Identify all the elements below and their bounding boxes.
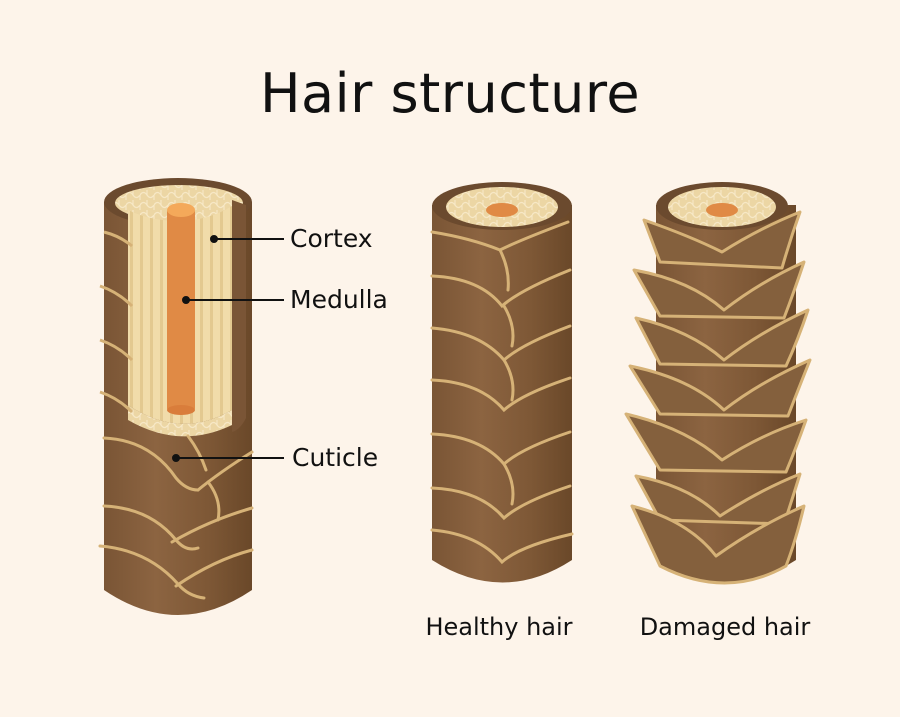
damaged-hair xyxy=(624,182,812,585)
label-cortex: Cortex xyxy=(290,224,373,253)
caption-damaged-hair: Damaged hair xyxy=(639,613,811,641)
diagram-title: Hair structure xyxy=(259,62,641,125)
label-medulla: Medulla xyxy=(290,285,388,314)
healthy-hair xyxy=(430,182,574,583)
cutaway-hair xyxy=(98,178,254,615)
caption-healthy-hair: Healthy hair xyxy=(425,613,573,641)
label-cuticle: Cuticle xyxy=(292,443,379,472)
leader-lines xyxy=(172,235,284,462)
